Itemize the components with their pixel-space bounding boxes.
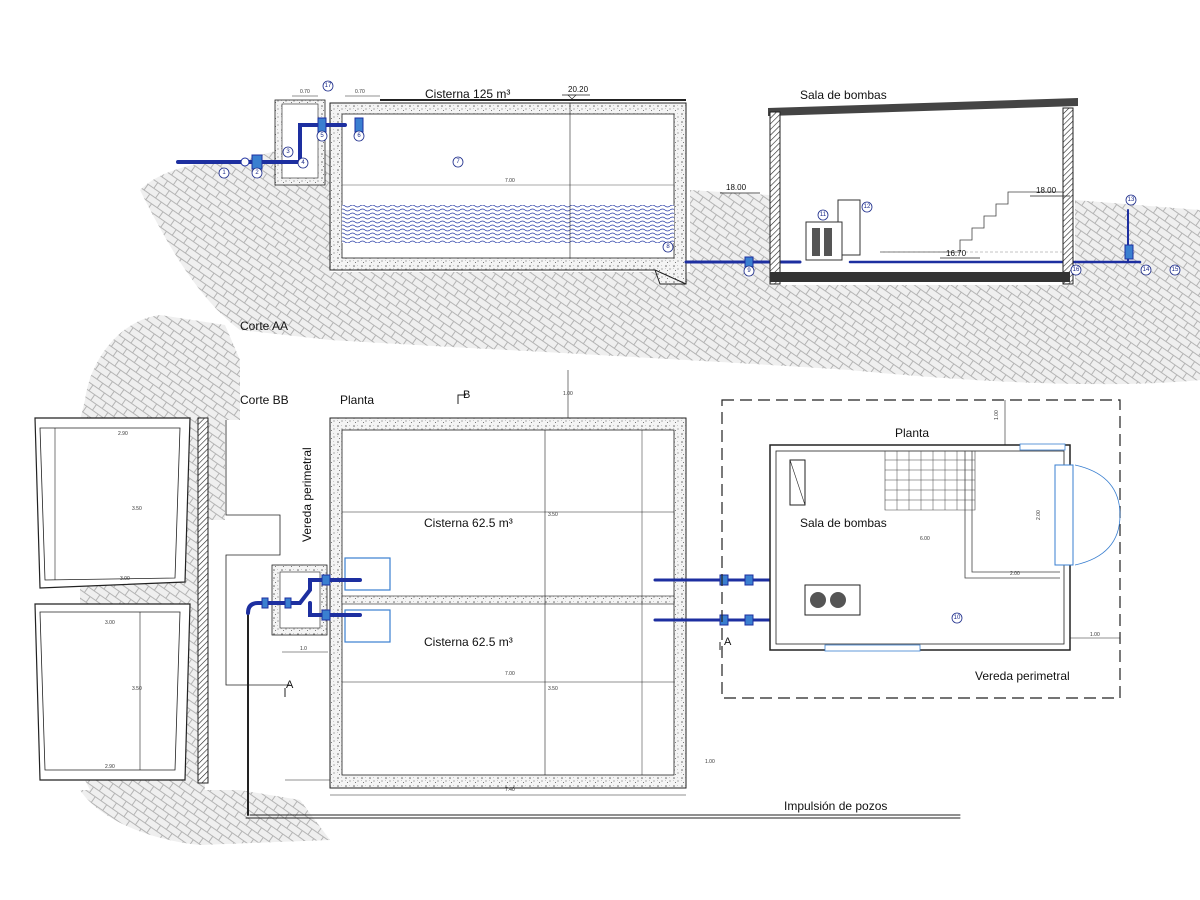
dim-350-left2: 3.50: [132, 686, 142, 692]
label-cistern-bottom: Cisterna 62.5 m³: [424, 635, 513, 649]
dim-350-left: 3.50: [132, 506, 142, 512]
svg-text:14: 14: [1143, 267, 1150, 273]
svg-text:16: 16: [1073, 267, 1080, 273]
dim-100-right: 1.00: [994, 410, 1000, 420]
svg-text:9: 9: [747, 268, 751, 274]
title-section-aa: Corte AA: [240, 319, 288, 333]
level-floor: 16.70: [940, 249, 980, 259]
dim-700-section: 7.00: [505, 178, 515, 184]
marker-16: 16: [1070, 264, 1082, 276]
cistern-plan: [285, 370, 687, 796]
marker-4: 4: [297, 157, 309, 169]
dim-070a: 0.70: [300, 89, 310, 95]
level-ground-right: 18.00: [1030, 186, 1070, 197]
pump-room-section: [768, 98, 1078, 285]
dim-700-plan: 7.00: [505, 671, 515, 677]
svg-text:2: 2: [255, 170, 259, 176]
cut-marker-a-right: A: [719, 636, 732, 650]
dim-200a: 2.00: [1010, 571, 1020, 577]
label-pump-room-plan: Sala de bombas: [800, 516, 887, 530]
svg-text:5: 5: [320, 133, 324, 139]
level-ground-right-text: 18.00: [1036, 186, 1057, 195]
svg-text:12: 12: [864, 204, 871, 210]
label-cistern-top: Cisterna 62.5 m³: [424, 516, 513, 530]
dim-070b: 0.70: [355, 89, 365, 95]
valve-chamber-section: [274, 95, 380, 186]
level-floor-text: 16.70: [946, 249, 967, 258]
dim-100-right2: 1.00: [1090, 632, 1100, 638]
dim-100-bot: 1.00: [705, 759, 715, 765]
marker-11: 11: [817, 209, 829, 221]
svg-text:7: 7: [456, 159, 460, 165]
marker-17: 17: [322, 80, 334, 92]
level-top: 20.20: [562, 85, 590, 100]
marker-12: 12: [861, 201, 873, 213]
marker-7: 7: [452, 156, 464, 168]
cut-marker-a-left: A: [284, 679, 294, 697]
dim-200b: 2.00: [1036, 510, 1042, 520]
marker-9: 9: [743, 265, 755, 277]
label-perimeter-walk-vertical: Vereda perimetral: [300, 447, 314, 542]
svg-text:13: 13: [1128, 197, 1135, 203]
cut-b-text: B: [463, 389, 470, 401]
label-perimeter-walk-horizontal: Vereda perimetral: [975, 669, 1070, 683]
marker-5: 5: [316, 130, 328, 142]
svg-text:17: 17: [325, 83, 332, 89]
marker-8: 8: [662, 241, 674, 253]
title-plan-left: Planta: [340, 393, 374, 407]
svg-text:3: 3: [286, 149, 290, 155]
terrain-section: [140, 150, 1200, 385]
title-section-bb: Corte BB: [240, 393, 289, 407]
svg-text:15: 15: [1172, 267, 1179, 273]
dim-100-top: 1.00: [563, 391, 573, 397]
level-ground-left: 18.00: [720, 183, 760, 194]
cistern-section: [329, 99, 687, 285]
svg-text:1: 1: [222, 170, 226, 176]
marker-15: 15: [1169, 264, 1181, 276]
dim-350-plan-bot: 3.50: [548, 686, 558, 692]
marker-1: 1: [218, 167, 230, 179]
svg-text:4: 4: [301, 160, 305, 166]
marker-10: 10: [951, 612, 963, 624]
svg-text:8: 8: [666, 244, 670, 250]
dim-290-bottom: 2.90: [105, 764, 115, 770]
dim-350-plan-top: 3.50: [548, 512, 558, 518]
title-plan-right: Planta: [895, 426, 929, 440]
dim-740: 7.40: [505, 787, 515, 793]
dim-300-a: 3.00: [120, 576, 130, 582]
marker-3: 3: [282, 146, 294, 158]
dim-290-top: 2.90: [118, 431, 128, 437]
perimeter-walk-left: [225, 420, 290, 686]
section-bb: [34, 417, 209, 784]
marker-2: 2: [251, 167, 263, 179]
cut-a-right-text: A: [724, 636, 732, 648]
dim-10-left: 1.0: [300, 646, 307, 652]
svg-text:10: 10: [954, 615, 961, 621]
title-pump-room-section: Sala de bombas: [800, 88, 887, 102]
level-ground-left-text: 18.00: [726, 183, 747, 192]
svg-text:11: 11: [820, 212, 827, 218]
marker-14: 14: [1140, 264, 1152, 276]
marker-6: 6: [353, 130, 365, 142]
dim-600: 6.00: [920, 536, 930, 542]
title-cistern-section: Cisterna 125 m³: [425, 87, 510, 101]
dim-300-b: 3.00: [105, 620, 115, 626]
cut-a-left-text: A: [286, 679, 294, 691]
pump-room-plan-outline: [721, 399, 1121, 699]
svg-text:6: 6: [357, 133, 361, 139]
cut-marker-b: B: [457, 389, 470, 404]
marker-13: 13: [1125, 194, 1137, 206]
label-well-impulsion: Impulsión de pozos: [784, 799, 887, 813]
level-top-text: 20.20: [568, 85, 589, 94]
